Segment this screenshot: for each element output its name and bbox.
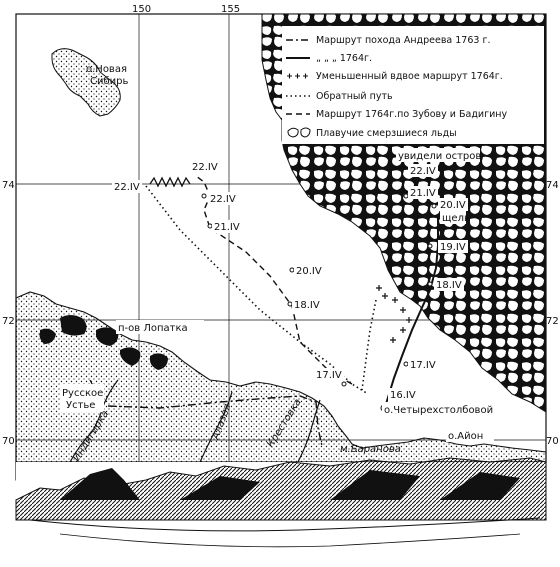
russkoe-uste-label-bg	[60, 384, 104, 412]
chetyrekhstolbovoy-label: о.Четырехстолбовой	[384, 405, 493, 416]
lat-74-right-label: 74	[546, 180, 559, 191]
date-22iv-r: 22.IV	[410, 166, 436, 177]
legend-symbols	[286, 39, 311, 138]
route-1764-zubov	[195, 175, 353, 385]
date-labels-right: 22.IV 21.IV 20.IV 19.IV 18.IV 17.IV 16.I…	[388, 164, 468, 401]
chetyrekhstolbovoy-label-bg	[382, 402, 514, 416]
lopatka-label: п-ов Лопатка	[118, 323, 188, 334]
date-labels-left: 22.IV 22.IV 22.IV 21.IV 20.IV 18.IV 17.I…	[112, 160, 344, 381]
date-18iv-a: 18.IV	[294, 300, 320, 311]
legend-crosses-symbol	[287, 73, 308, 79]
lat-70-right-label: 70	[546, 436, 559, 447]
legend-label-1763: Маршрут похода Андреева 1763 г.	[316, 35, 490, 46]
ayon-label-bg	[446, 428, 494, 442]
route-waypoints	[201, 193, 437, 387]
shchel-label: щель	[442, 213, 470, 224]
route-zigzag	[149, 176, 191, 188]
mountains-illustration	[15, 457, 547, 548]
date-22iv-c: 22.IV	[210, 194, 236, 205]
date-20iv-a: 20.IV	[296, 266, 322, 277]
date-17iv-r: 17.IV	[410, 360, 436, 371]
legend-label-zubov: Маршрут 1764г.по Зубову и Бадигину	[316, 109, 507, 120]
legend-ice-symbol	[287, 127, 311, 138]
date-21iv-a: 21.IV	[214, 222, 240, 233]
lat-74-left-label: 74	[2, 180, 15, 191]
date-20iv-r: 20.IV	[440, 200, 466, 211]
route-1764-solid	[385, 214, 439, 405]
lon-150-label: 150	[132, 4, 151, 15]
legend-label-ice: Плавучие смерзшиеся льды	[316, 128, 457, 139]
lat-72-left-label: 72	[2, 316, 15, 327]
route-1763	[107, 395, 323, 447]
lopatka-label-bg	[116, 320, 204, 334]
legend-label-halved: Уменьшенный вдвое маршрут 1764г.	[316, 71, 503, 82]
date-18iv-r: 18.IV	[436, 280, 462, 291]
date-19iv-r: 19.IV	[440, 242, 466, 253]
rivers	[69, 379, 321, 463]
lopatka-marsh	[39, 315, 168, 370]
date-22iv-a: 22.IV	[114, 182, 140, 193]
lat-70-left-label: 70	[2, 436, 15, 447]
date-21iv-r: 21.IV	[410, 188, 436, 199]
date-16iv-r: 16.IV	[390, 390, 416, 401]
lon-155-label: 155	[221, 4, 240, 15]
lat-72-right-label: 72	[546, 316, 559, 327]
baranova-label: м.Баранова	[340, 444, 401, 455]
mainland-coast	[15, 291, 547, 481]
route-return	[145, 185, 377, 395]
date-22iv-b: 22.IV	[192, 162, 218, 173]
ayon-label: о.Айон	[448, 431, 483, 442]
novaya-sibir-island	[51, 48, 121, 117]
videli-ostrov-label: увидели остров	[398, 151, 481, 162]
videli-ostrov-label-bg	[396, 148, 480, 162]
legend-label-return: Обратный путь	[316, 91, 393, 102]
legend-label-1764: „ „ „ 1764г.	[316, 53, 372, 64]
date-17iv-a: 17.IV	[316, 370, 342, 381]
legend-box	[282, 26, 544, 144]
route-1764-halved	[376, 285, 412, 343]
shchel-label-bg	[440, 210, 466, 224]
